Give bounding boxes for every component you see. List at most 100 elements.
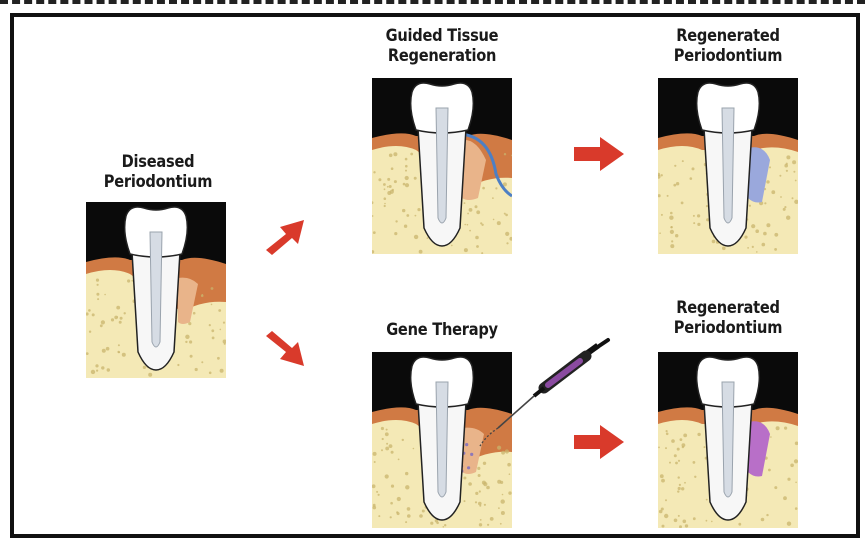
bone-texture-dot [749, 205, 751, 207]
bone-texture-dot [451, 245, 453, 247]
bone-texture-dot [217, 357, 220, 360]
bone-texture-dot [220, 329, 222, 331]
bone-texture-dot [476, 210, 480, 214]
bone-texture-dot [430, 522, 433, 525]
bone-texture-dot [752, 246, 754, 248]
bone-texture-dot [509, 473, 511, 475]
bone-texture-dot [697, 433, 700, 436]
bone-texture-dot [493, 219, 495, 221]
bone-texture-dot [480, 222, 482, 224]
bone-texture-dot [766, 180, 769, 183]
bone-texture-dot [96, 370, 98, 372]
bone-texture-dot [405, 176, 409, 180]
bone-texture-dot [413, 448, 415, 450]
panel-guided-tissue [372, 78, 512, 254]
bone-texture-dot [482, 481, 486, 485]
bone-texture-dot [177, 364, 179, 366]
pulp-canal [722, 108, 734, 223]
bone-texture-dot [404, 225, 407, 228]
bone-texture-dot [117, 316, 119, 318]
bone-texture-dot [464, 202, 466, 204]
bone-texture-dot [131, 280, 133, 282]
bone-texture-dot [678, 460, 680, 462]
bone-texture-dot [762, 243, 766, 247]
bone-texture-dot [694, 476, 696, 478]
bone-texture-dot [405, 170, 407, 172]
bone-texture-dot [682, 443, 686, 447]
bone-texture-dot [394, 180, 397, 183]
bone-texture-dot [220, 369, 224, 373]
bone-texture-dot [711, 521, 713, 523]
bone-texture-dot [407, 507, 411, 511]
bone-texture-dot [761, 518, 765, 522]
bone-texture-dot [385, 474, 389, 478]
bone-texture-dot [683, 520, 687, 524]
bone-texture-dot [387, 186, 389, 188]
dashed-top-border [0, 0, 865, 4]
bone-texture-dot [89, 331, 91, 333]
bone-texture-dot [381, 427, 384, 430]
bone-texture-dot [104, 294, 106, 296]
pulp-canal [722, 382, 734, 497]
bone-texture-dot [378, 494, 380, 496]
bone-texture-dot [682, 160, 684, 162]
bone-texture-dot [784, 206, 786, 208]
bone-texture-dot [386, 443, 388, 445]
bone-texture-dot [414, 235, 418, 239]
bone-texture-dot [479, 505, 481, 507]
bone-texture-dot [92, 313, 95, 316]
bone-texture-dot [406, 214, 409, 217]
bone-texture-dot [506, 242, 508, 244]
bone-texture-dot [786, 170, 788, 172]
bone-texture-dot [148, 373, 152, 377]
bone-texture-dot [756, 251, 758, 253]
label-gtr-line2: Regeneration [373, 46, 511, 66]
bone-texture-dot [792, 160, 796, 164]
bone-texture-dot [405, 165, 408, 168]
bone-texture-dot [795, 482, 797, 484]
bone-texture-dot [693, 215, 695, 217]
bone-texture-dot [505, 232, 509, 236]
bone-texture-dot [382, 438, 384, 440]
bone-texture-dot [119, 321, 122, 324]
label-regen-top-line1: Regenerated [659, 26, 797, 46]
bone-texture-dot [381, 449, 383, 451]
bone-texture-dot [384, 203, 386, 205]
bone-texture-dot [209, 324, 211, 326]
bone-texture-dot [677, 448, 680, 451]
bone-texture-dot [478, 502, 482, 506]
bone-texture-dot [681, 487, 684, 490]
bone-texture-dot [768, 469, 771, 472]
bone-texture-dot [467, 213, 469, 215]
bone-texture-dot [697, 214, 700, 217]
bone-texture-dot [463, 477, 466, 480]
bone-texture-dot [475, 501, 477, 503]
bone-texture-dot [193, 312, 196, 315]
bone-texture-dot [211, 304, 213, 306]
bone-texture-dot [96, 293, 99, 296]
bone-texture-dot [395, 220, 397, 222]
bone-texture-dot [661, 214, 663, 216]
bone-texture-dot [666, 430, 668, 432]
bone-texture-dot [386, 429, 388, 431]
bone-texture-dot [224, 343, 226, 345]
bone-texture-dot [670, 230, 674, 234]
bone-texture-dot [384, 205, 386, 207]
bone-texture-dot [661, 508, 664, 511]
bone-texture-dot [101, 320, 105, 324]
bone-texture-dot [91, 370, 95, 374]
pulp-canal [150, 232, 162, 347]
bone-texture-dot [475, 236, 479, 240]
bone-texture-dot [679, 484, 681, 486]
bone-texture-dot [211, 329, 214, 332]
label-gtr-line1: Guided Tissue [373, 26, 511, 46]
bone-texture-dot [120, 317, 123, 320]
bone-texture-dot [475, 205, 478, 208]
bone-texture-dot [201, 295, 204, 298]
bone-texture-dot [661, 174, 663, 176]
bone-texture-dot [670, 212, 673, 215]
bone-texture-dot [392, 189, 394, 191]
bone-texture-dot [477, 467, 480, 470]
bone-texture-dot [122, 353, 126, 357]
bone-texture-dot [373, 452, 377, 456]
